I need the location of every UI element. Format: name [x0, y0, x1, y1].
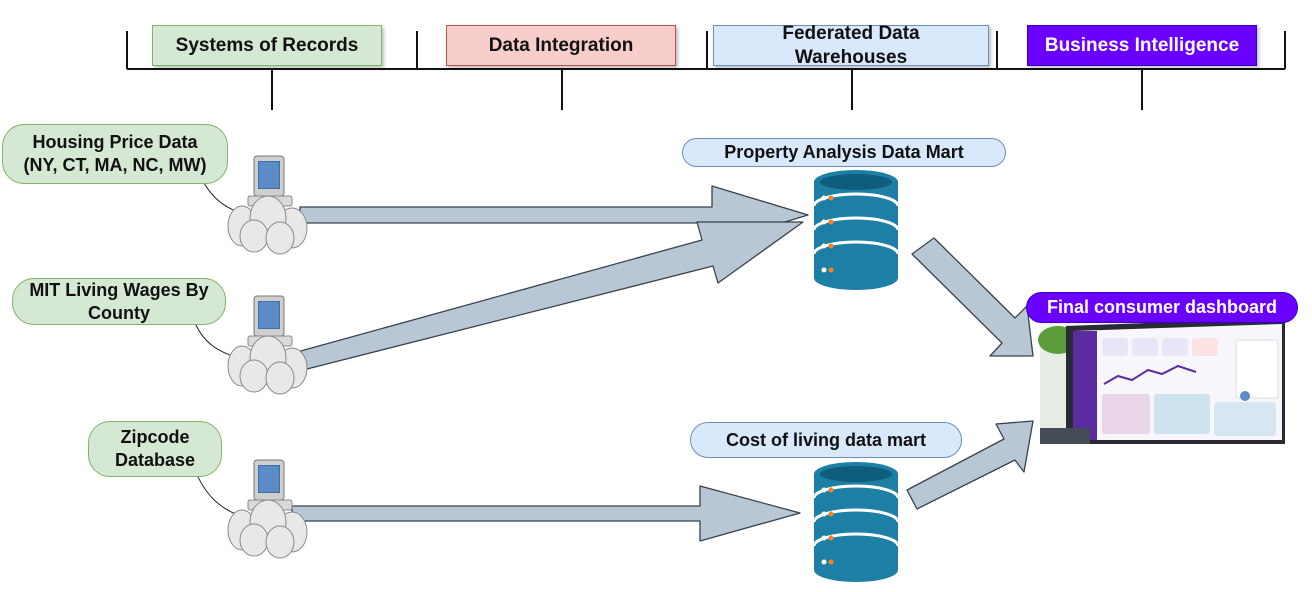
data-mart-label: Cost of living data mart: [725, 429, 927, 450]
source-label: Zipcode Database: [114, 427, 196, 470]
timeline: [126, 31, 1286, 110]
stage-systems-of-records: Systems of Records: [152, 25, 382, 66]
flow-arrows: [291, 185, 1034, 542]
stage-label: Federated Data Warehouses: [782, 22, 920, 68]
source-label: Housing Price Data (NY, CT, MA, NC, MW): [23, 132, 207, 175]
dashboard-sidebar: [1073, 331, 1097, 440]
flow-arrow-wages-to-property: [296, 221, 804, 371]
stage-label: Business Intelligence: [1044, 34, 1240, 56]
database-icon: [812, 168, 900, 292]
data-mart-label: Property Analysis Data Mart: [724, 142, 964, 162]
source-housing-price-data: Housing Price Data (NY, CT, MA, NC, MW): [2, 124, 228, 184]
dashboard-label: Final consumer dashboard: [1026, 292, 1298, 323]
stage-label: Systems of Records: [175, 34, 359, 56]
stage-label: Data Integration: [488, 34, 634, 56]
stage-business-intelligence: Business Intelligence: [1027, 25, 1257, 66]
source-zipcode-database: Zipcode Database: [88, 421, 222, 477]
stage-federated-data-warehouses: Federated Data Warehouses: [713, 23, 989, 68]
tablet-dashboard-photo: [1038, 308, 1285, 444]
data-mart-cost-of-living: Cost of living data mart: [690, 422, 962, 458]
server-terminal-icon: [227, 295, 308, 395]
stage-data-integration: Data Integration: [446, 25, 676, 66]
flow-arrow-cost-to-dashboard: [906, 420, 1034, 510]
flow-arrow-property-to-dashboard: [911, 237, 1034, 357]
source-mit-living-wages: MIT Living Wages By County: [12, 278, 226, 325]
source-label: MIT Living Wages By County: [29, 279, 209, 323]
dashboard-label-text: Final consumer dashboard: [1046, 297, 1278, 317]
data-mart-property-analysis: Property Analysis Data Mart: [682, 138, 1006, 167]
flow-arrow-zipcode-to-cost: [291, 485, 801, 542]
server-terminal-icon: [227, 155, 308, 255]
database-icon: [812, 460, 900, 584]
